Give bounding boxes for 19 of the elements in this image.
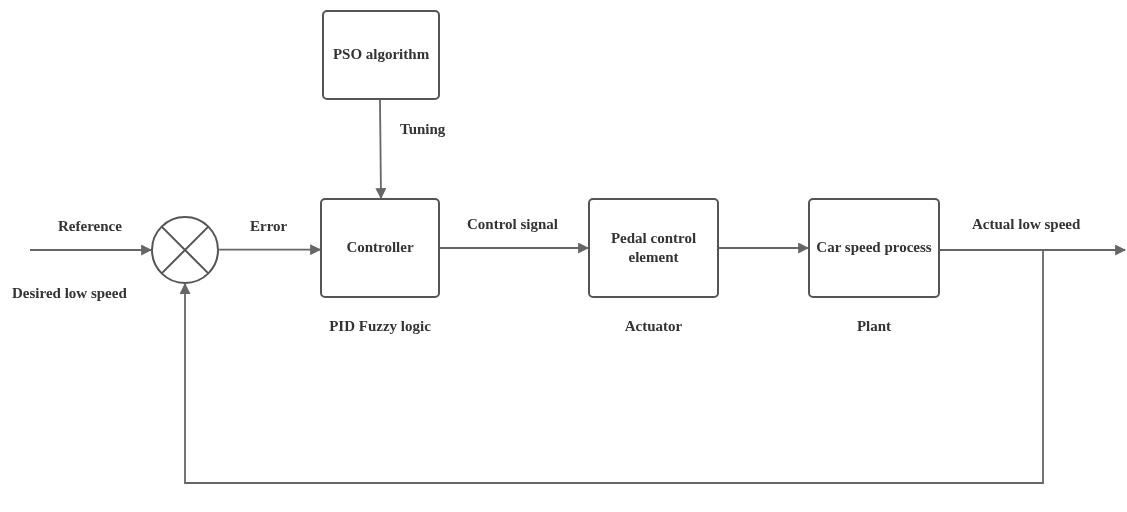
- arrow: [718, 242, 810, 254]
- arrow: [375, 99, 387, 200]
- box-label: PSO algorithm: [331, 45, 431, 65]
- arrow: [29, 244, 153, 256]
- box-label: Car speed process: [815, 238, 933, 258]
- box-label: Pedal control element: [609, 228, 698, 267]
- arrow: [439, 242, 590, 254]
- edge-label: Actual low speed: [970, 216, 1083, 233]
- signal-label: Desired low speed: [10, 285, 129, 302]
- arrow: [218, 244, 322, 256]
- summing-junction: [151, 216, 219, 284]
- block-caption: Plant: [856, 318, 892, 335]
- block-caption: Actuator: [624, 318, 683, 335]
- edge-label: Control signal: [465, 216, 560, 233]
- process-box: [322, 10, 440, 100]
- edge-label: Tuning: [398, 121, 448, 138]
- arrow: [179, 249, 1044, 484]
- block-caption: PID Fuzzy logic: [329, 318, 431, 335]
- box-label: Controller: [345, 238, 415, 258]
